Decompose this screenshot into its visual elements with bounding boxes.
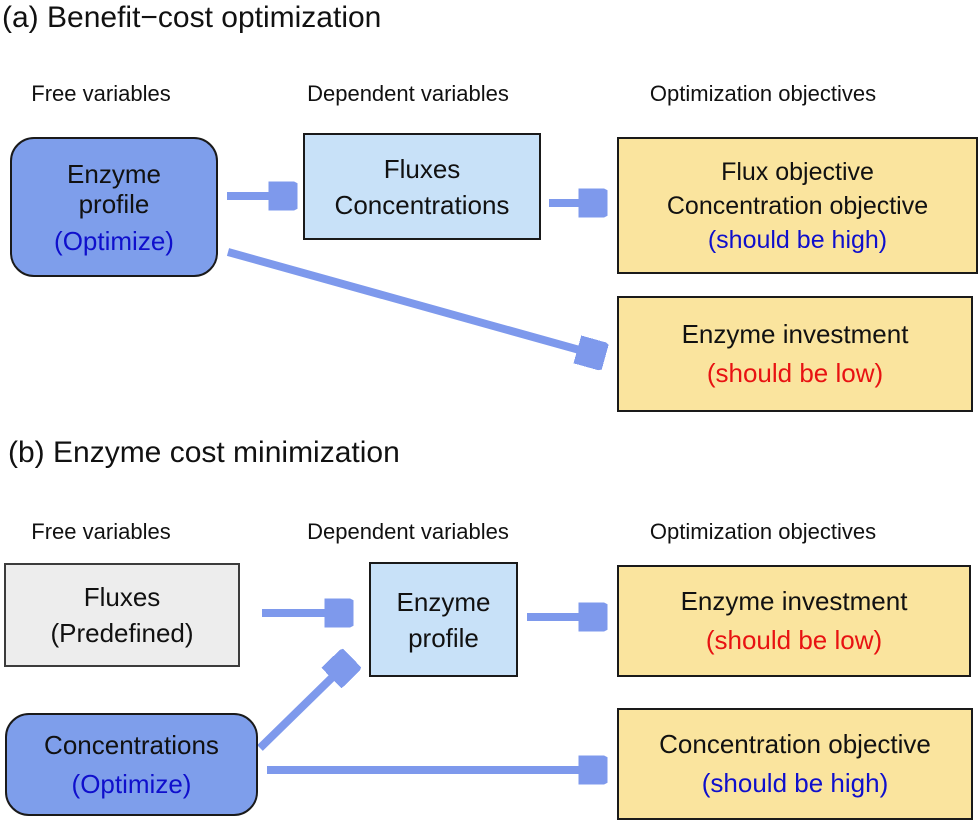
panel-b-enzyme-investment-box: Enzyme investment (should be low) [617,565,971,677]
box-line: (Predefined) [50,618,194,648]
panel-a-flux-objective-box: Flux objective Concentration objective (… [617,137,978,274]
box-line: profile [408,622,479,653]
arrow-a-enzyme-to-investment [226,248,601,356]
panel-b-title: (b) Enzyme cost minimization [8,436,400,469]
panel-b-concentrations-box: Concentrations (Optimize) [5,713,258,816]
should-be-low-note: (should be low) [706,358,884,388]
box-line: Concentration objective [666,191,929,220]
panel-a-title: (a) Benefit−cost optimization [2,1,382,34]
box-line: Concentration objective [659,729,931,759]
optimize-note: (Optimize) [71,768,192,799]
panel-b-header-free-variables: Free variables [31,519,171,544]
box-line: Enzyme investment [680,586,908,616]
box-line: profile [78,188,150,219]
box-line: Enzyme [67,158,161,189]
panel-a-enzyme-investment-box: Enzyme investment (should be low) [617,296,973,412]
box-line: Enzyme [396,586,491,617]
box-line: Fluxes [83,582,161,612]
panel-a-header-free-variables: Free variables [31,81,171,106]
should-be-high-note: (should be high) [707,225,888,254]
arrow-b-concentrations-to-enzyme [257,661,349,751]
panel-a-header-dependent-variables: Dependent variables [307,81,509,106]
panel-b-enzyme-profile-box: Enzyme profile [369,562,518,677]
should-be-high-note: (should be high) [701,768,889,798]
panel-a-header-optimization-objectives: Optimization objectives [649,81,877,106]
box-line: Fluxes [383,153,461,184]
box-line: Concentrations [334,189,510,220]
panel-b-fluxes-predefined-box: Fluxes (Predefined) [4,563,240,667]
box-line: Enzyme investment [681,319,909,349]
box-line: Flux objective [721,157,874,186]
panel-b-concentration-objective-box: Concentration objective (should be high) [617,708,973,820]
panel-a-fluxes-concentrations-box: Fluxes Concentrations [303,133,541,240]
panel-b-header-dependent-variables: Dependent variables [307,519,509,544]
should-be-low-note: (should be low) [705,625,883,655]
box-line: Concentrations [44,729,219,760]
optimize-note: (Optimize) [54,225,174,256]
panel-b-header-optimization-objectives: Optimization objectives [649,519,877,544]
panel-a-enzyme-profile-box: Enzyme profile (Optimize) [10,137,218,277]
